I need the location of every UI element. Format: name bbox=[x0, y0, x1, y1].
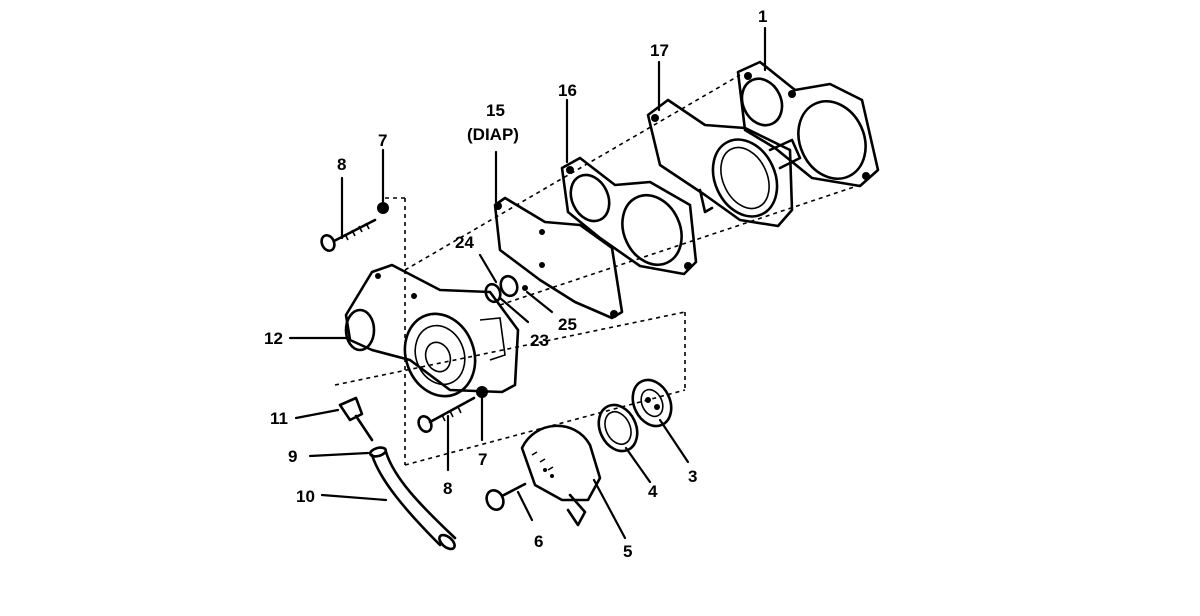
leader-lines bbox=[288, 26, 767, 540]
hose-part-10 bbox=[370, 450, 457, 551]
callout-1: 1 bbox=[758, 7, 767, 26]
valve-parts-23-24-25 bbox=[484, 274, 528, 304]
callout-labels: 1 17 16 15 (DIAP) 8 7 24 23 25 12 11 9 1… bbox=[264, 7, 767, 561]
callout-5: 5 bbox=[623, 542, 632, 561]
pump-body-part-17 bbox=[646, 98, 802, 228]
callout-6: 6 bbox=[534, 532, 543, 551]
gasket-part-16 bbox=[560, 156, 698, 276]
ring-part-4 bbox=[597, 403, 639, 453]
callout-3: 3 bbox=[688, 467, 697, 486]
callout-23: 23 bbox=[530, 331, 549, 350]
callout-24: 24 bbox=[455, 233, 474, 252]
callout-25: 25 bbox=[558, 315, 577, 334]
screw-part-8-top bbox=[320, 218, 377, 252]
callout-7-bottom: 7 bbox=[478, 450, 487, 469]
callout-4: 4 bbox=[648, 482, 658, 501]
washer-part-7-top bbox=[377, 202, 389, 214]
callout-12: 12 bbox=[264, 329, 283, 348]
callout-11: 11 bbox=[270, 409, 288, 428]
callout-9: 9 bbox=[288, 447, 297, 466]
clamp-part-9 bbox=[368, 446, 388, 458]
screw-part-6 bbox=[485, 482, 527, 511]
alignment-dashed-lines bbox=[334, 74, 861, 466]
callout-10: 10 bbox=[296, 487, 315, 506]
fitting-part-11 bbox=[338, 396, 374, 442]
valve-plate-part-3 bbox=[631, 378, 673, 428]
screw-part-8-bottom bbox=[417, 396, 476, 433]
cover-part-5 bbox=[520, 424, 602, 527]
callout-17: 17 bbox=[650, 41, 669, 60]
gasket-part-1 bbox=[736, 60, 880, 188]
pump-housing-part-12 bbox=[344, 263, 520, 398]
callout-8-top: 8 bbox=[337, 155, 346, 174]
callout-16: 16 bbox=[558, 81, 577, 100]
callout-7-top: 7 bbox=[378, 131, 387, 150]
diaphragm-part-15 bbox=[493, 196, 624, 320]
washer-part-7-bottom bbox=[476, 386, 488, 398]
callout-8-bottom: 8 bbox=[443, 479, 452, 498]
callout-15: 15 bbox=[486, 101, 505, 120]
callout-15-subtitle: (DIAP) bbox=[467, 125, 519, 144]
